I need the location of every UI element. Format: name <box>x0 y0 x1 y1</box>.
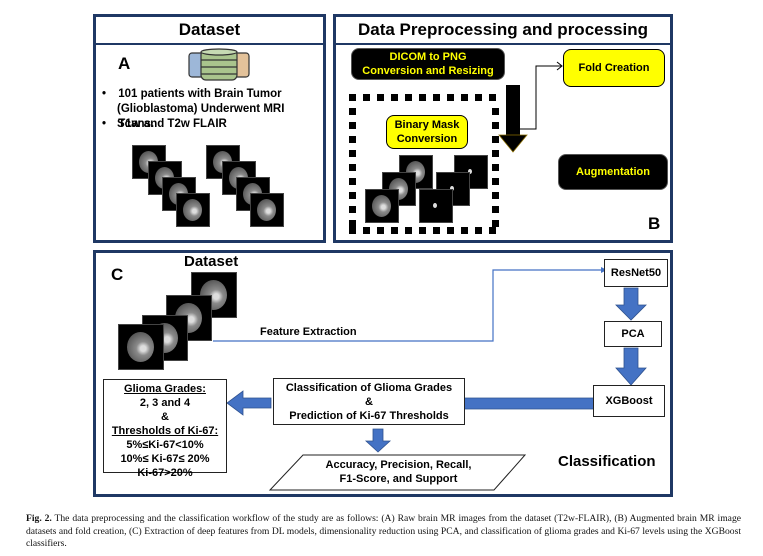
xgboost-box: XGBoost <box>593 385 665 417</box>
augmentation-box: Augmentation <box>558 154 668 190</box>
frame-dot <box>461 94 468 101</box>
frame-dot <box>349 136 356 143</box>
classification-box: Classification of Glioma Grades & Predic… <box>273 378 465 425</box>
frame-dot <box>349 206 356 213</box>
metrics-line2: F1-Score, and Support <box>339 473 458 485</box>
bullet-symbol: • <box>102 118 107 130</box>
frame-dot <box>363 227 370 234</box>
metrics-parallelogram: Accuracy, Precision, Recall, F1-Score, a… <box>296 458 501 486</box>
glioma-grades-heading: Glioma Grades: <box>104 382 226 396</box>
frame-dot <box>349 94 356 101</box>
panel-a-bullet-1: • 101 patients with Brain Tumor <box>102 87 282 102</box>
panel-a-title: Dataset <box>96 17 323 45</box>
bullet-text: T1w and T2w FLAIR <box>118 118 227 130</box>
frame-dot <box>433 94 440 101</box>
frame-dot <box>492 108 499 115</box>
mri-slice <box>365 189 399 223</box>
classification-line2: & <box>365 395 373 408</box>
frame-dot <box>405 94 412 101</box>
resnet50-box: ResNet50 <box>604 259 668 287</box>
mri-mask-slice <box>419 189 453 223</box>
connector-arrow <box>498 61 563 153</box>
frame-dot <box>349 150 356 157</box>
frame-dot <box>391 227 398 234</box>
frame-dot <box>349 192 356 199</box>
frame-dot <box>492 178 499 185</box>
glioma-grades-heading-text: Glioma Grades: <box>124 383 206 395</box>
frame-dot <box>349 108 356 115</box>
frame-dot <box>475 94 482 101</box>
metrics-line1: Accuracy, Precision, Recall, <box>325 459 472 471</box>
figure-caption: Fig. 2. The data preprocessing and the c… <box>26 513 741 551</box>
frame-dot <box>405 227 412 234</box>
frame-dot <box>461 227 468 234</box>
glioma-grades-values: 2, 3 and 4 <box>139 397 191 409</box>
frame-dot <box>492 192 499 199</box>
frame-dot <box>433 227 440 234</box>
binary-line2: Conversion <box>396 133 458 145</box>
frame-dot <box>492 150 499 157</box>
threshold-1: 5%≤Ki-67<10% <box>126 439 204 451</box>
panel-a-bullet-2: • T1w and T2w FLAIR <box>102 117 227 132</box>
glioma-grades-box: Glioma Grades: 2, 3 and 4 & Thresholds o… <box>103 379 227 479</box>
grades-amp: & <box>161 411 169 423</box>
frame-dot <box>492 164 499 171</box>
feature-extraction-label: Feature Extraction <box>260 326 357 338</box>
panel-b-letter: B <box>648 214 661 233</box>
dicom-line1: DICOM to PNG <box>389 51 467 63</box>
frame-dot <box>447 227 454 234</box>
mri-slice <box>250 193 284 227</box>
mri-slice <box>118 324 164 370</box>
frame-dot <box>377 227 384 234</box>
frame-dot <box>349 178 356 185</box>
frame-dot <box>492 206 499 213</box>
thresholds-heading-text: Thresholds of Ki-67: <box>111 425 219 437</box>
frame-dot <box>349 122 356 129</box>
classification-line3: Prediction of Ki-67 Thresholds <box>289 409 449 422</box>
binary-line1: Binary Mask <box>394 119 460 131</box>
frame-dot <box>419 94 426 101</box>
frame-dot <box>475 227 482 234</box>
frame-dot <box>419 227 426 234</box>
bullet-symbol: • <box>102 88 107 100</box>
frame-dot <box>363 94 370 101</box>
bullet-text: 101 patients with Brain Tumor <box>118 88 282 100</box>
panel-a-letter: A <box>118 54 131 73</box>
classification-line1: Classification of Glioma Grades <box>285 381 453 394</box>
frame-dot <box>492 136 499 143</box>
frame-dot <box>391 94 398 101</box>
frame-dot <box>349 220 356 227</box>
dicom-conversion-box: DICOM to PNG Conversion and Resizing <box>351 48 505 80</box>
classification-section-label: Classification <box>558 453 656 470</box>
dataset-label: Dataset <box>184 253 239 270</box>
frame-dot <box>349 164 356 171</box>
binary-mask-box: Binary Mask Conversion <box>386 115 468 149</box>
caption-label: Fig. 2. <box>26 513 52 524</box>
panel-b-title: Data Preprocessing and processing <box>336 17 670 45</box>
panel-c-letter: C <box>111 265 124 284</box>
database-icon <box>188 48 250 81</box>
frame-dot <box>492 122 499 129</box>
thresholds-heading: Thresholds of Ki-67: <box>104 424 226 438</box>
dashed-frame <box>349 94 499 234</box>
threshold-3: Ki-67>20% <box>137 467 193 479</box>
frame-dot <box>377 94 384 101</box>
caption-text: The data preprocessing and the classific… <box>26 513 741 549</box>
panel-b-preprocessing: Data Preprocessing and processing DICOM … <box>333 14 673 243</box>
pca-box: PCA <box>604 321 662 347</box>
frame-dot <box>489 227 496 234</box>
frame-dot <box>492 220 499 227</box>
panel-a-bullet-1-cont: (Glioblastoma) Underwent MRI Scans. <box>117 103 285 130</box>
frame-dot <box>489 94 496 101</box>
mri-slice <box>176 193 210 227</box>
dicom-line2: Conversion and Resizing <box>362 65 494 77</box>
panel-a-dataset: Dataset A • 101 patients with Brain Tumo… <box>93 14 326 243</box>
threshold-2: 10%≤ Ki-67≤ 20% <box>120 453 210 465</box>
fold-creation-box: Fold Creation <box>563 49 665 87</box>
frame-dot <box>349 227 356 234</box>
panel-c-classification: C Dataset Feature Extraction ResNet50 PC… <box>93 250 673 497</box>
frame-dot <box>447 94 454 101</box>
